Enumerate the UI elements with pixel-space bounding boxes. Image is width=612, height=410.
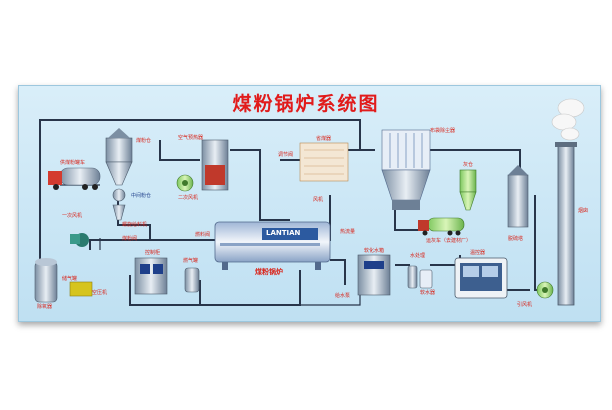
induced-fan xyxy=(536,281,554,299)
label-dust-bag: 布袋除尘器 xyxy=(430,128,456,134)
label-monitor: 温控器 xyxy=(470,250,486,256)
water-treatment xyxy=(407,265,433,289)
label-water-tank: 软化水箱 xyxy=(364,248,385,254)
label-compressor: 空压机 xyxy=(92,290,108,296)
coal-truck xyxy=(48,167,101,190)
label-ash-silo: 灰仓 xyxy=(463,162,474,168)
label-tank-small: 除氧器 xyxy=(37,304,53,310)
diagram-title: 煤粉锅炉系统图 xyxy=(232,93,380,115)
desulfurization-tower xyxy=(507,165,529,228)
label-chimney: 烟囱 xyxy=(578,208,589,214)
label-truck: 供煤粉罐车 xyxy=(60,160,86,166)
label-boiler: 煤粉锅炉 xyxy=(255,268,283,276)
coal-silo xyxy=(105,128,133,221)
label-control-cabinet: 控制柜 xyxy=(145,250,161,256)
label-silo: 煤粉仓 xyxy=(136,138,152,144)
label-economizer: 省煤器 xyxy=(316,136,332,142)
label-water-pump: 给水泵 xyxy=(335,293,351,299)
label-ash-truck: 运灰车（去建材厂） xyxy=(426,238,472,244)
label-blower2: 二次风机 xyxy=(178,195,199,201)
boiler xyxy=(214,221,331,270)
label-powder-valve: 煤粉阀 xyxy=(122,236,138,242)
economizer xyxy=(299,142,349,182)
label-hot-flow: 热流量 xyxy=(340,229,356,235)
ash-silo xyxy=(459,169,477,211)
label-desulf: 脱硫塔 xyxy=(508,236,524,242)
control-cabinet xyxy=(134,257,168,295)
label-softener: 软水器 xyxy=(420,290,436,296)
label-gas-tank: 储气罐 xyxy=(62,276,78,282)
compressor xyxy=(69,281,93,297)
label-fuel-valve: 燃料阀 xyxy=(195,232,211,238)
water-pump-cabinet xyxy=(357,254,391,296)
label-mid-silo: 中间粉仓 xyxy=(131,193,152,199)
air-preheater xyxy=(201,139,229,191)
label-fan: 风机 xyxy=(313,197,324,203)
secondary-blower xyxy=(176,174,194,192)
label-pipe-temp: 调节阀 xyxy=(278,152,294,158)
boiler-brand: LANTIAN xyxy=(266,229,301,237)
gas-bottle xyxy=(184,267,200,293)
chimney xyxy=(551,98,585,306)
ash-truck xyxy=(418,217,465,236)
label-water-treat: 水处理 xyxy=(410,253,426,259)
gas-tank xyxy=(34,258,58,303)
label-blower1: 一次风机 xyxy=(62,213,83,219)
monitor-panel xyxy=(454,257,508,299)
label-gas-valve: 燃气罐 xyxy=(183,258,199,264)
bag-filter xyxy=(381,129,431,210)
label-feeder: 螺旋给料机 xyxy=(122,222,148,228)
label-air-preheater: 空气预热器 xyxy=(178,135,204,141)
primary-blower xyxy=(70,233,89,247)
label-induced-fan: 引风机 xyxy=(517,302,533,308)
